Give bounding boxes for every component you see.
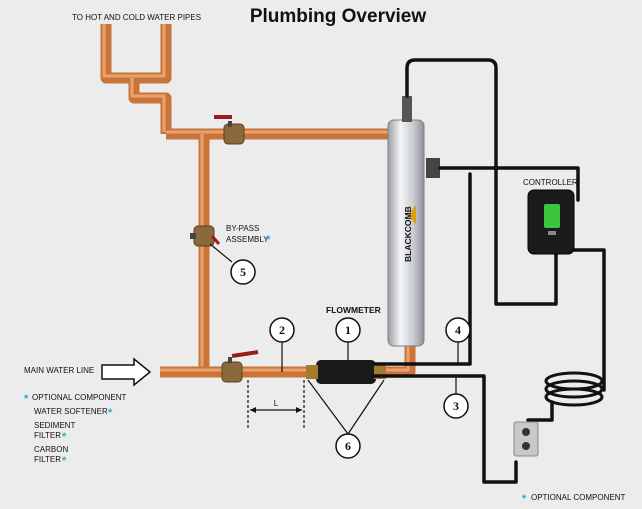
sediment-star: * [62,431,67,443]
bypass-valve [190,225,221,247]
flowmeter-label: FLOWMETER [326,305,381,315]
main-water-label: MAIN WATER LINE [24,366,94,375]
length-label: L [274,399,279,408]
cables [372,58,606,484]
bypass-label-line1: BY-PASS [226,224,259,233]
page-title: Plumbing Overview [250,6,427,27]
callout-2: 2 [269,317,295,343]
controller-label: CONTROLLER [523,178,578,187]
optional-legend: * OPTIONAL COMPONENT WATER SOFTENER * SE… [24,393,126,467]
callout-5: 5 [230,259,256,285]
water-softener-star: * [108,407,113,419]
legend-sediment-line1: SEDIMENT [34,421,75,430]
callout-4: 4 [445,317,471,343]
svg-text:1: 1 [345,323,351,337]
legend-optional-label: OPTIONAL COMPONENT [32,393,126,402]
footer-optional-label: OPTIONAL COMPONENT [531,493,625,502]
callout-3: 3 [443,393,469,419]
bypass-label-line2: ASSEMBLY [226,235,269,244]
top-ball-valve [214,115,245,145]
callout-6: 6 [335,433,361,459]
legend-carbon-line1: CARBON [34,445,68,454]
wall-outlet [513,421,539,457]
svg-text:2: 2 [279,323,285,337]
copper-pipes [100,24,416,378]
svg-text:6: 6 [345,439,351,453]
brand-label: BLACKCOMB [403,206,413,262]
footer-star: * [522,493,527,505]
hot-cold-label: TO HOT AND COLD WATER PIPES [72,13,201,22]
legend-sediment-line2: FILTER [34,431,61,440]
legend-carbon-line2: FILTER [34,455,61,464]
bypass-optional-star: * [266,234,271,246]
callout-1: 1 [335,317,361,343]
uv-reactor: BLACKCOMB [387,96,440,347]
main-water-arrow [101,357,152,387]
legend-water-softener: WATER SOFTENER [34,407,108,416]
legend-star: * [24,393,29,405]
length-dimension [247,380,305,430]
svg-text:4: 4 [455,323,461,337]
controller-unit [527,189,575,255]
svg-text:3: 3 [453,399,459,413]
callout-leaders [209,243,459,435]
svg-text:5: 5 [240,265,246,279]
carbon-star: * [62,455,67,467]
main-ball-valve [221,350,259,383]
